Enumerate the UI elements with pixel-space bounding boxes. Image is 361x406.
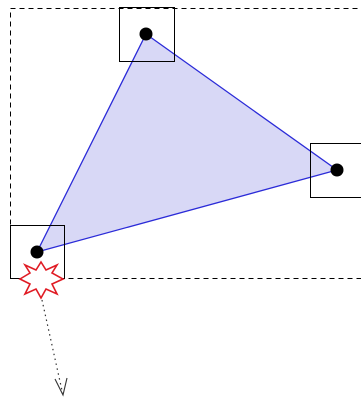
vertex-handle-right[interactable]	[310, 143, 361, 198]
open-arrowhead-icon	[54, 377, 68, 397]
collision-burst-icon	[18, 260, 65, 300]
vertex-point-top[interactable]	[139, 27, 153, 41]
vertex-point-right[interactable]	[330, 163, 344, 177]
trajectory-line	[41, 299, 64, 396]
bounding-box	[10, 8, 361, 279]
vertex-point-left[interactable]	[30, 245, 44, 259]
triangle-shape[interactable]	[35, 33, 339, 254]
vertex-handle-top[interactable]	[119, 7, 175, 62]
